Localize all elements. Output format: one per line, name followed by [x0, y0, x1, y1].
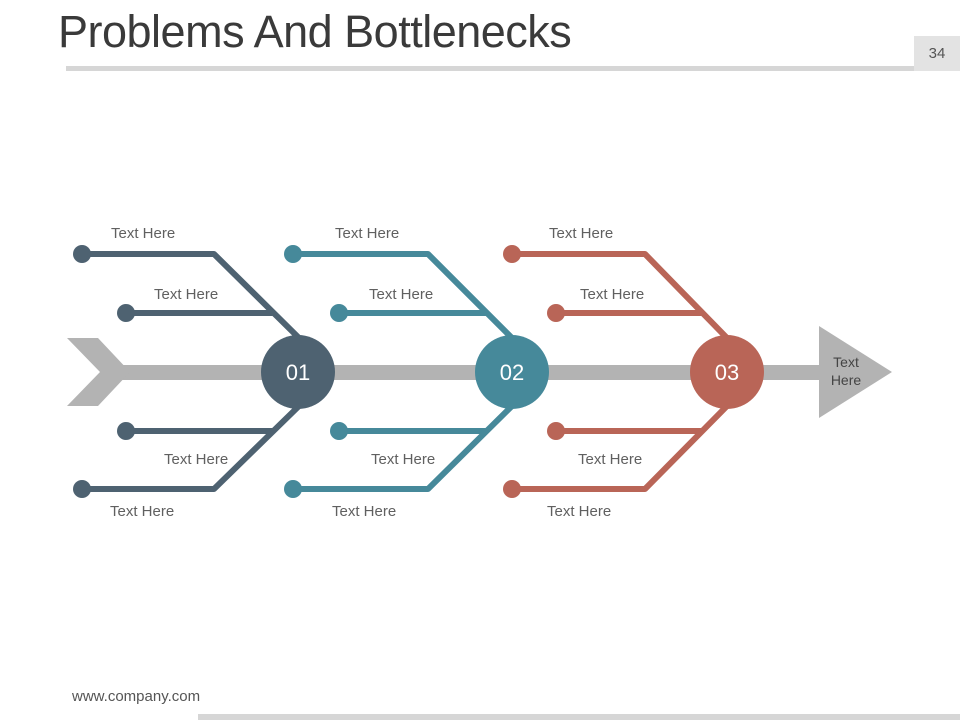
- stage-3-bone-end-dot: [503, 245, 521, 263]
- stage-3-circle: [690, 335, 764, 409]
- footer-divider: [198, 714, 960, 720]
- stage-2-label-lower-inner: Text Here: [371, 451, 435, 468]
- stage-2-bone-lower-outer: [290, 403, 515, 492]
- stage-1-bone-end-dot: [73, 245, 91, 263]
- stage-3-label-lower-outer: Text Here: [547, 503, 611, 520]
- stage-2-circle: [475, 335, 549, 409]
- stage-1-label-lower-outer: Text Here: [110, 503, 174, 520]
- footer-url[interactable]: www.company.com: [72, 688, 201, 705]
- stage-3-bone-end-dot: [547, 304, 565, 322]
- stage-2-bone-end-dot: [284, 480, 302, 498]
- stage-3-label-lower-inner: Text Here: [578, 451, 642, 468]
- stage-1-group: [79, 251, 302, 492]
- stage-2-bone-end-dot: [330, 422, 348, 440]
- head-label-line-2: Here: [831, 372, 862, 388]
- stage-1-label-lower-inner: Text Here: [164, 451, 228, 468]
- stage-2-label-upper-outer: Text Here: [335, 225, 399, 242]
- stage-2-bone-end-dot: [330, 304, 348, 322]
- slide-title: Problems And Bottlenecks: [58, 6, 572, 57]
- stage-1-label-upper-outer: Text Here: [111, 225, 175, 242]
- stage-2-label-upper-inner: Text Here: [369, 286, 433, 303]
- stage-3-group: [509, 251, 730, 492]
- stage-2-number: 02: [500, 360, 524, 385]
- stage-3-bone-end-dot: [503, 480, 521, 498]
- stage-3-label-upper-inner: Text Here: [580, 286, 644, 303]
- stage-1-bone-lower-outer: [79, 403, 302, 492]
- head-label-line-1: Text: [833, 354, 859, 370]
- stage-2-bone-end-dot: [284, 245, 302, 263]
- stage-1-bone-end-dot: [73, 480, 91, 498]
- stage-3-label-upper-outer: Text Here: [549, 225, 613, 242]
- page-number: 34: [914, 36, 960, 71]
- stage-3-number: 03: [715, 360, 739, 385]
- title-divider: [66, 66, 960, 71]
- stage-1-circle: [261, 335, 335, 409]
- stage-2-label-lower-outer: Text Here: [332, 503, 396, 520]
- stage-1-number: 01: [286, 360, 310, 385]
- stage-3-bone-end-dot: [547, 422, 565, 440]
- fishbone-head-arrow: [819, 326, 892, 418]
- stage-1-label-upper-inner: Text Here: [154, 286, 218, 303]
- fishbone-tail: [67, 338, 130, 406]
- stage-1-bone-end-dot: [117, 304, 135, 322]
- stage-3-bone-lower-outer: [509, 403, 730, 492]
- stage-1-bone-end-dot: [117, 422, 135, 440]
- stage-2-group: [290, 251, 515, 492]
